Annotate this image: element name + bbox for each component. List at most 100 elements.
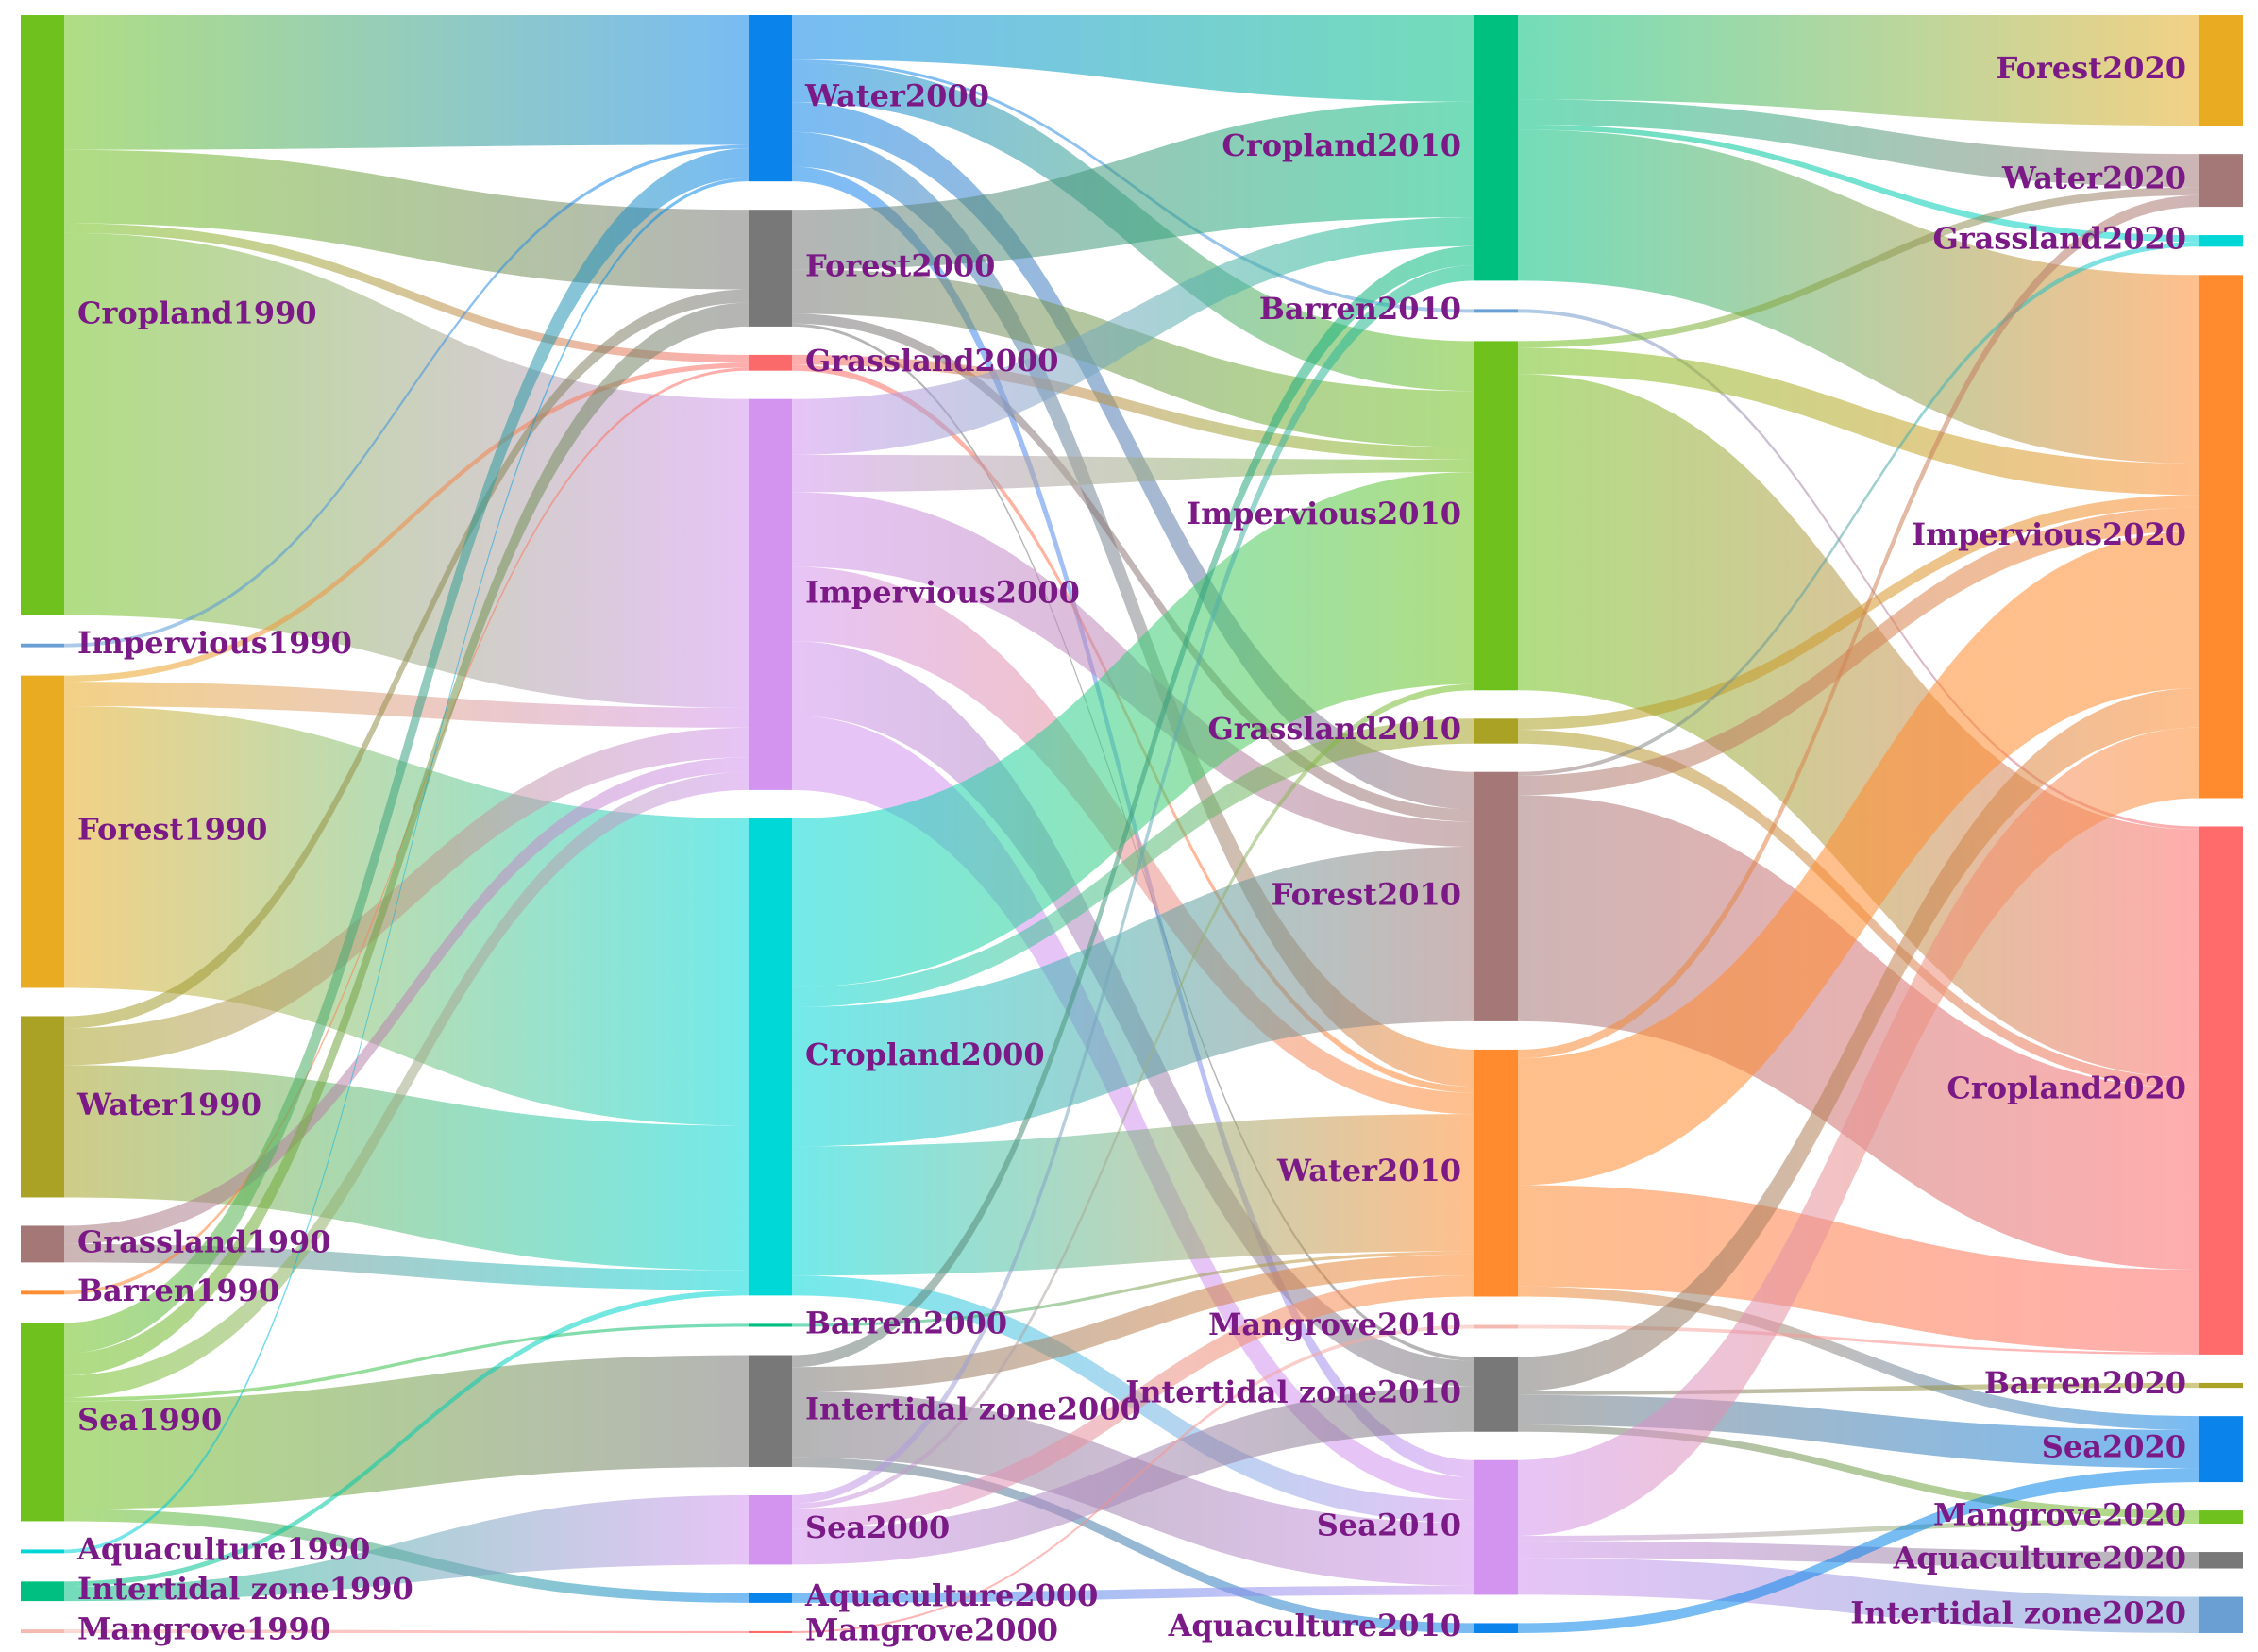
node-bar-barren1990 — [21, 1290, 64, 1295]
flow-link-cropland1990-to-water2000 — [64, 15, 749, 150]
flow-link-forest2000-to-forest2010 — [792, 313, 1474, 822]
node-bar-aquaculture2000 — [749, 1593, 792, 1603]
node-bar-grassland2000 — [749, 354, 792, 371]
flow-link-intertidal-zone2000-to-cropland2010 — [792, 245, 1474, 1368]
node-label-intertidal-zone2010: Intertidal zone2010 — [1125, 1374, 1461, 1410]
flow-link-cropland2000-to-forest2010 — [792, 846, 1474, 1147]
node-label-aquaculture1990: Aquaculture1990 — [76, 1531, 370, 1567]
flow-link-impervious2000-to-sea2010 — [792, 716, 1474, 1501]
flow-link-sea2000-to-impervious2010 — [792, 683, 1474, 1509]
node-bar-impervious1990 — [21, 643, 64, 648]
node-label-grassland2000: Grassland2000 — [805, 343, 1059, 379]
node-label-water2010: Water2010 — [1276, 1153, 1461, 1188]
flow-link-cropland1990-to-grassland2000 — [64, 223, 749, 363]
node-label-mangrove2010: Mangrove2010 — [1208, 1306, 1461, 1342]
flow-link-sea2010-to-impervious2020 — [1518, 727, 2199, 1537]
flow-link-water2010-to-cropland2020 — [1518, 1185, 2199, 1353]
node-label-forest2010: Forest2010 — [1272, 876, 1461, 912]
flow-link-water1990-to-forest2000 — [64, 289, 749, 1029]
node-bar-water2000 — [749, 15, 792, 182]
flow-link-cropland2010-to-water2020 — [1518, 99, 2199, 188]
node-label-intertidal-zone1990: Intertidal zone1990 — [77, 1571, 413, 1607]
node-bar-intertidal-zone2010 — [1474, 1357, 1518, 1432]
node-label-barren2000: Barren2000 — [805, 1305, 1007, 1340]
node-bar-mangrove1990 — [21, 1629, 64, 1633]
node-label-water2020: Water2020 — [2001, 160, 2186, 196]
node-label-impervious2010: Impervious2010 — [1187, 496, 1461, 531]
node-bar-mangrove2020 — [2199, 1510, 2243, 1525]
flow-link-impervious2000-to-water2010 — [792, 566, 1474, 1115]
flow-links — [64, 15, 2199, 1633]
flow-link-mangrove1990-to-mangrove2000 — [64, 1629, 749, 1633]
node-bar-mangrove2000 — [749, 1630, 792, 1633]
flow-link-water2000-to-cropland2010 — [792, 15, 1474, 102]
node-bar-barren2020 — [2199, 1382, 2243, 1389]
flow-link-intertidal-zone1990-to-sea2000 — [64, 1495, 749, 1602]
node-bar-forest1990 — [21, 675, 64, 988]
flow-link-cropland2000-to-water2010 — [792, 1114, 1474, 1276]
node-bar-sea2020 — [2199, 1416, 2243, 1483]
flow-link-forest2010-to-grassland2020 — [1518, 242, 2199, 776]
flow-link-cropland1990-to-impervious2000 — [64, 232, 749, 708]
flow-link-water2010-to-water2020 — [1518, 194, 2199, 1059]
node-label-cropland2020: Cropland2020 — [1946, 1070, 2186, 1106]
flow-link-water1990-to-cropland2000 — [64, 1065, 749, 1271]
node-label-sea2020: Sea2020 — [2042, 1429, 2186, 1465]
node-bar-water2020 — [2199, 154, 2243, 208]
node-label-aquaculture2010: Aquaculture2010 — [1168, 1608, 1461, 1644]
flow-link-forest1990-to-impervious2000 — [64, 682, 749, 728]
flow-link-water2010-to-sea2020 — [1518, 1286, 2199, 1430]
flow-link-impervious1990-to-water2000 — [64, 144, 749, 648]
node-label-intertidal-zone2000: Intertidal zone2000 — [805, 1391, 1141, 1426]
flow-link-sea2010-to-mangrove2020 — [1518, 1518, 2199, 1542]
flow-link-impervious2000-to-impervious2010 — [792, 454, 1474, 493]
flow-link-intertidal-zone2000-to-aquaculture2010 — [792, 1457, 1474, 1633]
flow-link-cropland2000-to-grassland2010 — [792, 718, 1474, 1007]
node-label-aquaculture2020: Aquaculture2020 — [1893, 1540, 2186, 1576]
node-labels: Cropland1990Impervious1990Forest1990Wate… — [76, 50, 2186, 1647]
flow-link-cropland2000-to-impervious2010 — [792, 472, 1474, 987]
node-label-water1990: Water1990 — [76, 1087, 261, 1122]
flow-link-sea1990-to-forest2000 — [64, 302, 749, 1376]
node-bar-intertidal-zone2000 — [749, 1355, 792, 1468]
node-label-intertidal-zone2020: Intertidal zone2020 — [1850, 1594, 2186, 1630]
node-label-aquaculture2000: Aquaculture2000 — [804, 1577, 1098, 1613]
node-label-cropland2010: Cropland2010 — [1222, 127, 1461, 163]
node-bar-aquaculture1990 — [21, 1549, 64, 1554]
node-bar-cropland2000 — [749, 818, 792, 1296]
flow-link-impervious2010-to-impervious2020 — [1518, 347, 2199, 496]
node-bar-impervious2020 — [2199, 275, 2243, 799]
flow-link-aquaculture2010-to-sea2020 — [1518, 1468, 2199, 1633]
node-label-mangrove1990: Mangrove1990 — [77, 1611, 330, 1647]
flow-link-cropland2010-to-impervious2020 — [1518, 129, 2199, 464]
flow-link-water2000-to-water2010 — [792, 131, 1474, 1087]
flow-link-impervious2010-to-cropland2020 — [1518, 374, 2199, 1079]
node-bar-cropland2010 — [1474, 15, 1518, 281]
flow-link-forest1990-to-cropland2000 — [64, 706, 749, 1126]
node-bar-forest2000 — [749, 210, 792, 327]
flow-link-impervious2000-to-cropland2010 — [792, 217, 1474, 455]
flow-link-intertidal-zone2010-to-mangrove2020 — [1518, 1424, 2199, 1519]
flow-link-sea1990-to-water2000 — [64, 148, 749, 1354]
node-bars — [21, 15, 2243, 1633]
node-bar-barren2000 — [749, 1323, 792, 1327]
flow-link-sea1990-to-impervious2000 — [64, 772, 749, 1398]
flow-link-sea2000-to-water2010 — [792, 1275, 1474, 1529]
flow-link-aquaculture2000-to-sea2010 — [792, 1585, 1474, 1603]
node-bar-impervious2000 — [749, 398, 792, 790]
node-bar-grassland1990 — [21, 1225, 64, 1263]
flow-link-forest2000-to-cropland2010 — [792, 101, 1474, 270]
node-bar-cropland1990 — [21, 15, 64, 615]
node-label-barren1990: Barren1990 — [77, 1273, 279, 1308]
node-label-grassland1990: Grassland1990 — [77, 1223, 331, 1259]
flow-link-grassland2000-to-impervious2010 — [792, 354, 1474, 460]
node-bar-intertidal-zone2020 — [2199, 1596, 2243, 1633]
flow-link-intertidal-zone1990-to-cropland2000 — [64, 1290, 749, 1587]
node-label-water2000: Water2000 — [804, 78, 989, 114]
node-label-grassland2020: Grassland2020 — [1932, 221, 2186, 257]
flow-link-sea1990-to-intertidal-zone2000 — [64, 1355, 749, 1509]
flow-link-cropland2010-to-grassland2020 — [1518, 125, 2199, 243]
node-bar-forest2010 — [1474, 771, 1518, 1021]
node-label-sea2010: Sea2010 — [1317, 1508, 1461, 1543]
